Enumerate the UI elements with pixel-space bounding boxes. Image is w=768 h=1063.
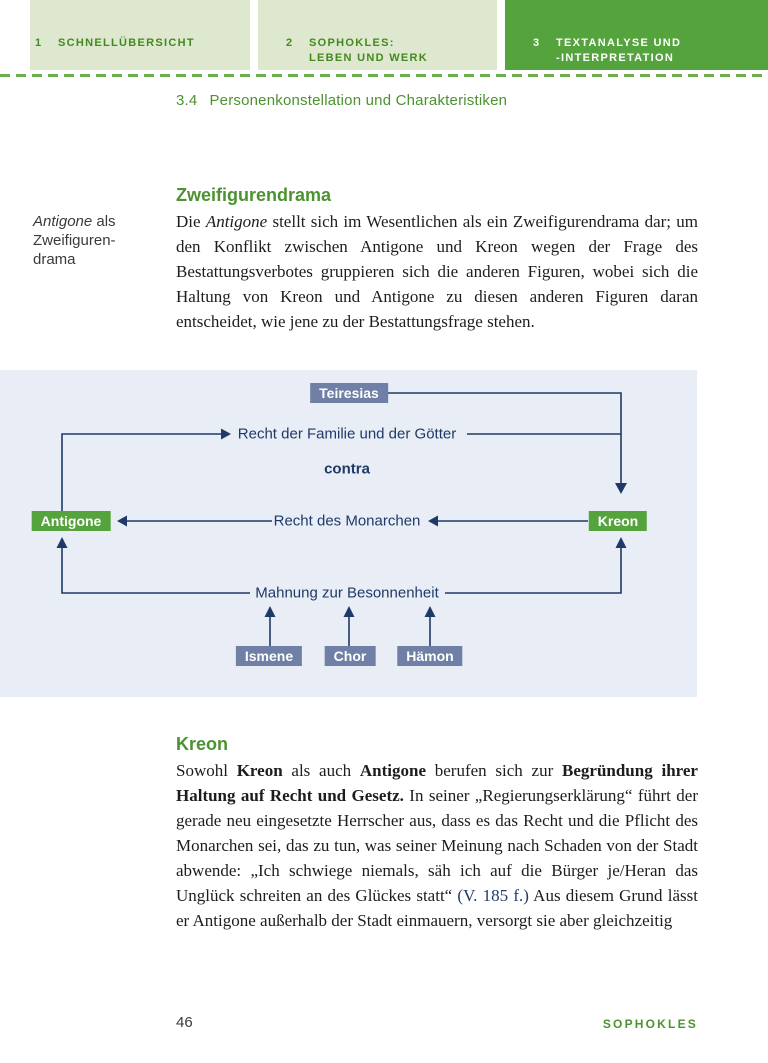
tab-label-line: -INTERPRETATION [556, 52, 675, 64]
text-segment: In seiner „Regierungserklärung“ führt de… [176, 786, 698, 905]
tab-label-line: SCHNELLÜBERSICHT [58, 37, 195, 49]
diagram-label-mahnung-zur-besonnenheit: Mahnung zur Besonnenheit [255, 584, 439, 602]
text-segment: berufen sich zur [426, 761, 563, 780]
heading-zweifigurendrama: Zweifigurendrama [176, 185, 332, 205]
section-header: 3.4 Personenkonstellation und Charakteris… [176, 92, 507, 109]
verse-reference: (V. 185 f.) [457, 886, 529, 905]
text-segment-bold: Kreon [236, 761, 283, 780]
tab-number: 1 [35, 37, 43, 49]
diagram-box-kreon: Kreon [588, 511, 648, 531]
figure-diagram: Teiresias Recht der Familie und der Gött… [0, 370, 697, 697]
paragraph-kreon: Sowohl Kreon als auch Antigone berufen s… [176, 758, 698, 933]
diagram-box-haemon: Hämon [397, 646, 463, 666]
diagram-box-teiresias: Teiresias [310, 383, 388, 403]
diagram-label-contra: contra [324, 460, 370, 478]
paragraph-zweifigurendrama: Die Antigone stellt sich im Wesentlichen… [176, 209, 698, 334]
text-segment-bold: Antigone [359, 761, 427, 780]
tab-schnelluebersicht[interactable]: 1 SCHNELLÜBERSICHT [30, 0, 250, 70]
text-segment-bold: Begründung ihrer Haltung auf Recht und G… [176, 761, 698, 805]
book-title: SOPHOKLES [602, 1017, 698, 1031]
heading-kreon: Kreon [176, 734, 229, 754]
tab-sophokles-leben-und-werk[interactable]: 2 SOPHOKLES: LEBEN UND WERK [258, 0, 497, 70]
relation-arrows [56, 392, 627, 647]
text-segment: Sowohl [176, 761, 237, 780]
text-segment-italic: Antigone [205, 212, 268, 231]
diagram-box-ismene: Ismene [235, 646, 303, 666]
tab-label-line: SOPHOKLES: [309, 37, 395, 49]
page-number: 46 [176, 1014, 193, 1031]
diagram-label-recht-des-monarchen: Recht des Monarchen [273, 512, 421, 530]
margin-note-text: als Zweifiguren-drama [33, 213, 116, 268]
diagram-box-antigone: Antigone [31, 511, 111, 531]
text-segment: als auch [282, 761, 360, 780]
tab-textanalyse-und-interpretation[interactable]: 3 TEXTANALYSE UND -INTERPRETATION [505, 0, 768, 70]
margin-note-work-title: Antigone [33, 213, 93, 230]
text-segment: stellt sich im Wesentlichen als ein Zwei… [176, 212, 699, 331]
dashed-divider [0, 74, 768, 77]
margin-note: Antigone als Zweifiguren-drama [33, 212, 139, 269]
tab-label-line: LEBEN UND WERK [309, 52, 429, 64]
tab-number: 2 [286, 37, 294, 49]
diagram-label-recht-der-familie: Recht der Familie und der Götter [237, 425, 457, 443]
tab-number: 3 [533, 37, 541, 49]
text-segment: Die [176, 212, 206, 231]
diagram-box-chor: Chor [324, 646, 376, 666]
section-number: 3.4 [176, 92, 198, 109]
text-segment: Aus diesem Grund lässt er Antigone außer… [176, 886, 698, 930]
section-title: Personenkonstellation und Charakteristik… [209, 92, 508, 109]
tab-label-line: TEXTANALYSE UND [556, 37, 682, 49]
